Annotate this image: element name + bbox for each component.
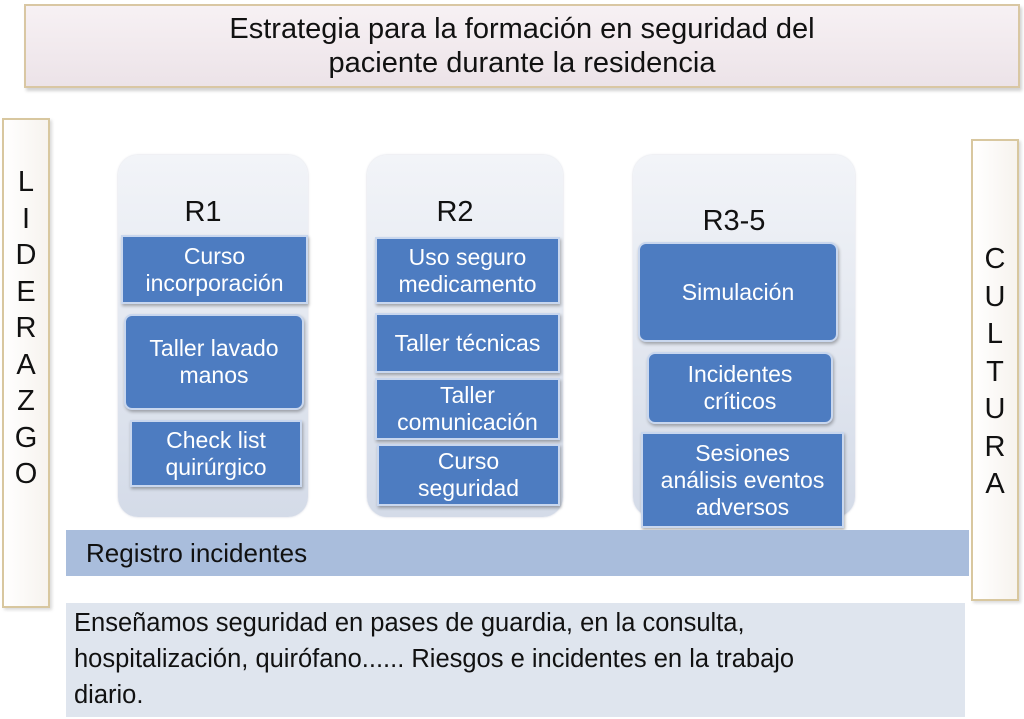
title-line-1: Estrategia para la formación en segurida… bbox=[229, 13, 815, 45]
item-line: Taller técnicas bbox=[394, 329, 541, 356]
pillar-letter: I bbox=[21, 202, 31, 235]
pillar-letter: L bbox=[17, 166, 35, 198]
item-taller-lavado-manos: Taller lavado manos bbox=[124, 314, 304, 410]
teaching-box: Enseñamos seguridad en pases de guardia,… bbox=[66, 603, 965, 717]
pillar-letter: T bbox=[986, 355, 1004, 388]
item-line: adversos bbox=[695, 493, 790, 520]
level-title-r3-5: R3-5 bbox=[702, 205, 766, 237]
item-line: Incidentes bbox=[687, 361, 793, 387]
liderazgo-pillar: L I D E R A Z G O bbox=[2, 118, 50, 608]
item-taller-comunicacion: Taller comunicación bbox=[375, 378, 560, 440]
pillar-letter: R bbox=[984, 430, 1006, 463]
item-taller-tecnicas: Taller técnicas bbox=[375, 313, 560, 373]
item-uso-seguro-medicamento: Uso seguro medicamento bbox=[375, 237, 560, 304]
item-sesiones-analisis-eventos-adversos: Sesiones análisis eventos adversos bbox=[641, 432, 844, 528]
teaching-line-2: hospitalización, quirófano...... Riesgos… bbox=[74, 645, 795, 673]
pillar-letter: C bbox=[984, 243, 1006, 275]
item-curso-seguridad: Curso seguridad bbox=[377, 444, 560, 506]
pillar-letter: Z bbox=[17, 385, 35, 417]
item-line: Curso bbox=[183, 242, 246, 269]
title-line-2: paciente durante la residencia bbox=[328, 47, 716, 79]
item-line: seguridad bbox=[417, 475, 520, 501]
cultura-pillar: C U L T U R A bbox=[971, 139, 1019, 601]
item-line: Taller lavado bbox=[149, 335, 279, 361]
pillar-letter: R bbox=[15, 312, 37, 344]
pillar-letter: U bbox=[984, 280, 1006, 313]
item-incidentes-criticos: Incidentes críticos bbox=[647, 352, 833, 424]
item-line: análisis eventos bbox=[660, 466, 825, 493]
pillar-letter: E bbox=[16, 275, 36, 308]
item-simulacion: Simulación bbox=[638, 242, 838, 342]
registro-label: Registro incidentes bbox=[86, 537, 308, 568]
item-line: Check list bbox=[166, 426, 266, 453]
item-line: Simulación bbox=[681, 278, 795, 305]
pillar-letter: A bbox=[985, 468, 1005, 500]
teaching-line-1: Enseñamos seguridad en pases de guardia,… bbox=[74, 609, 745, 637]
item-line: medicamento bbox=[398, 270, 537, 297]
pillar-letter: O bbox=[14, 458, 38, 490]
teaching-line-3: diario. bbox=[74, 681, 144, 709]
registro-incidentes-bar: Registro incidentes bbox=[66, 530, 969, 576]
item-line: críticos bbox=[703, 388, 777, 414]
item-line: Taller bbox=[440, 382, 495, 408]
item-check-list-quirurgico: Check list quirúrgico bbox=[130, 420, 302, 487]
pillar-letter: U bbox=[984, 393, 1006, 425]
item-line: comunicación bbox=[397, 409, 538, 435]
item-line: quirúrgico bbox=[165, 453, 267, 480]
item-curso-incorporacion: Curso incorporación bbox=[121, 235, 308, 304]
pillar-letter: L bbox=[986, 318, 1004, 350]
level-title-r2: R2 bbox=[436, 196, 474, 228]
pillar-letter: G bbox=[14, 421, 38, 454]
item-line: incorporación bbox=[145, 269, 284, 296]
pillar-letter: A bbox=[16, 348, 36, 381]
pillar-letter: D bbox=[15, 239, 37, 271]
item-line: Curso bbox=[437, 448, 500, 474]
item-line: Uso seguro bbox=[408, 243, 527, 270]
item-line: manos bbox=[179, 362, 249, 388]
level-title-r1: R1 bbox=[184, 196, 222, 228]
item-line: Sesiones bbox=[695, 439, 790, 466]
diagram-title: Estrategia para la formación en segurida… bbox=[24, 4, 1020, 88]
